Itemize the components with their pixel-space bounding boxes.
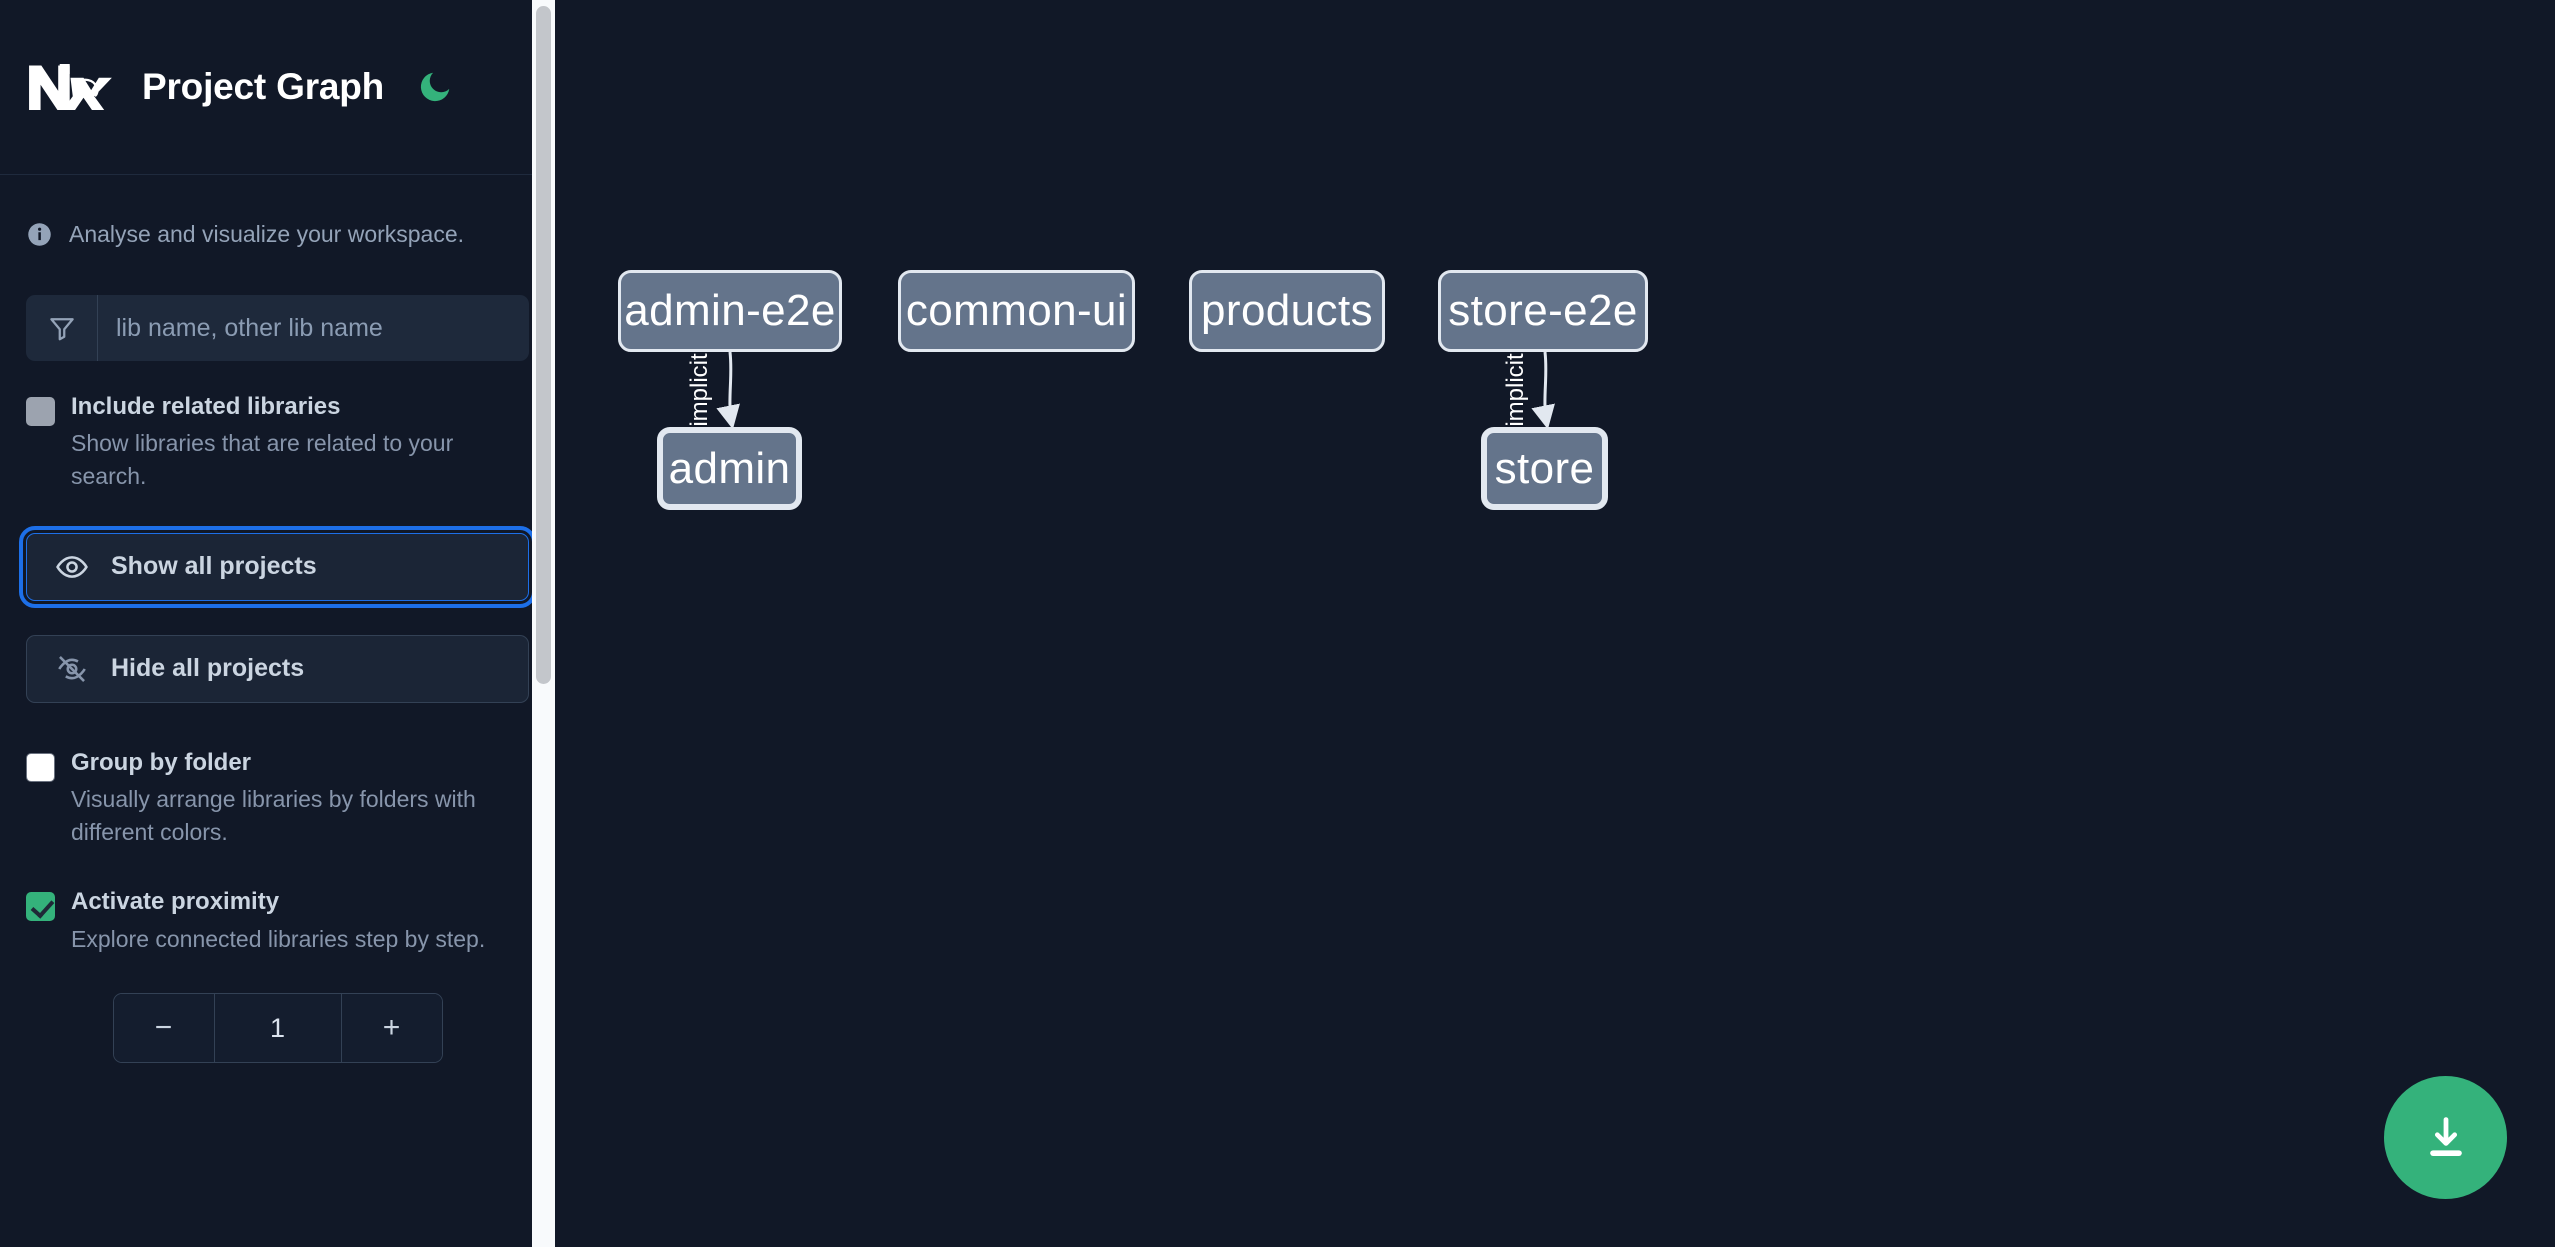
sidebar-scrollbar-track[interactable] [532, 0, 555, 1247]
workspace-info: Analyse and visualize your workspace. [0, 175, 555, 259]
checkbox-group-by-folder[interactable] [26, 752, 55, 782]
checkbox-activate-proximity[interactable] [26, 892, 55, 922]
page-title: Project Graph [142, 66, 385, 107]
node-label: admin-e2e [624, 286, 836, 335]
node-label: store [1494, 443, 1595, 493]
graph-edges-layer: implicit implicit [686, 351, 1555, 430]
option-group-by-folder: Group by folder Visually arrange librari… [0, 747, 555, 849]
sidebar-scrollbar-thumb[interactable] [536, 6, 551, 684]
hide-all-projects-label: Hide all projects [111, 654, 305, 683]
graph-node-store[interactable]: store [1481, 427, 1608, 510]
project-visibility-buttons: Show all projects Hide all projects [0, 525, 555, 703]
edge-admin-e2e-to-admin: implicit [686, 351, 740, 430]
hide-all-projects-button[interactable]: Hide all projects [26, 634, 529, 703]
graph-node-admin-e2e[interactable]: admin-e2e [618, 270, 842, 352]
option-activate-proximity: Activate proximity Explore connected lib… [0, 886, 555, 955]
search-input[interactable] [98, 295, 529, 361]
edge-label: implicit [686, 353, 713, 427]
option-description: Show libraries that are related to your … [71, 430, 454, 490]
graph-node-products[interactable]: products [1189, 270, 1385, 352]
eye-off-icon [55, 652, 89, 686]
node-label: store-e2e [1448, 286, 1638, 335]
sidebar-header: Project Graph [0, 0, 555, 175]
graph-node-admin[interactable]: admin [657, 427, 802, 510]
filter-funnel-icon [26, 295, 98, 361]
download-icon [2429, 1116, 2462, 1156]
checkbox-include-related-libraries[interactable] [26, 397, 55, 426]
node-label: common-ui [905, 286, 1128, 335]
proximity-stepper-wrap: − 1 + [0, 993, 555, 1064]
graph-node-store-e2e[interactable]: store-e2e [1438, 270, 1648, 352]
option-description: Explore connected libraries step by step… [71, 925, 486, 952]
project-graph-canvas[interactable]: implicit implicit admin-e2e common-ui pr… [555, 0, 2555, 1247]
workspace-info-text: Analyse and visualize your workspace. [69, 220, 465, 247]
download-button[interactable] [2384, 1076, 2507, 1199]
show-all-projects-button[interactable]: Show all projects [19, 525, 536, 608]
moon-icon[interactable] [412, 64, 458, 110]
option-title: Activate proximity [71, 888, 280, 916]
stepper-value: 1 [213, 994, 342, 1063]
stepper-decrement-button[interactable]: − [113, 994, 214, 1063]
eye-icon [55, 550, 89, 584]
option-body: Include related libraries Show libraries… [71, 391, 517, 493]
stepper-increment-button[interactable]: + [341, 994, 442, 1063]
option-title: Group by folder [71, 748, 251, 776]
graph-node-common-ui[interactable]: common-ui [898, 270, 1135, 352]
info-icon [26, 221, 53, 248]
sidebar: Project Graph Analyse and visualize your… [0, 0, 555, 1247]
nx-logo [26, 59, 118, 115]
node-label: products [1201, 286, 1373, 335]
option-title: Include related libraries [71, 393, 341, 420]
option-description: Visually arrange libraries by folders wi… [71, 786, 476, 845]
search-filter [26, 295, 529, 361]
option-body: Group by folder Visually arrange librari… [71, 747, 517, 849]
edge-store-e2e-to-store: implicit [1502, 351, 1555, 430]
option-include-related-libraries: Include related libraries Show libraries… [0, 391, 555, 493]
show-all-projects-label: Show all projects [111, 552, 317, 581]
edge-label: implicit [1502, 353, 1529, 427]
proximity-stepper: − 1 + [112, 993, 443, 1064]
node-label: admin [668, 443, 791, 493]
option-body: Activate proximity Explore connected lib… [71, 886, 485, 955]
